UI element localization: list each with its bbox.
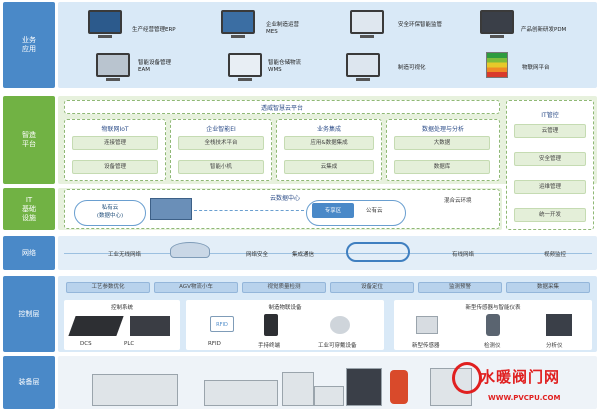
- cloud-datacenter-title: 云数据中心: [269, 195, 300, 202]
- layer-label-it-infra: IT 基础 设施: [3, 188, 55, 230]
- plc-device-icon: [130, 316, 170, 336]
- datacenter-building-icon: [150, 198, 192, 220]
- app-label-safety: 安全环保智能监管: [398, 22, 443, 28]
- dcs-device-icon: [68, 316, 124, 336]
- layer-label-platform: 智造 平台: [3, 96, 55, 184]
- layer-label-control: 控制层: [3, 276, 55, 352]
- conveyor-icon: [314, 386, 344, 406]
- business-band: [58, 2, 597, 88]
- layer-label-business: 业务 应用: [3, 2, 55, 88]
- app-label-mes: 企业制造运营 MES: [266, 22, 300, 35]
- iot-devices-panel: [186, 300, 384, 350]
- production-line-icon: [92, 374, 178, 406]
- control-item: 手持终端: [258, 343, 281, 349]
- platform-group-title: 企业智能EI: [206, 126, 236, 133]
- app-label-wms: 智能仓储物流 WMS: [268, 60, 302, 73]
- robot-arm-icon: [390, 370, 408, 404]
- dedicated-zone-label: 专享区: [324, 208, 342, 214]
- control-item: 新型传感器: [412, 343, 440, 349]
- app-label-iot: 物联网平台: [522, 65, 550, 71]
- gear-monitor-icon: [350, 10, 384, 38]
- it-governance-title: IT管控: [541, 112, 559, 119]
- app-label-eam: 智能设备管理 EAM: [138, 60, 172, 73]
- control-function: AGV物流小车: [154, 282, 238, 293]
- control-item: RFID: [208, 341, 221, 347]
- network-item: 网络安全: [246, 252, 269, 258]
- cnc-machine-icon: [346, 368, 382, 406]
- sensor-icon: [416, 316, 438, 334]
- visualization-monitor-icon: [346, 53, 380, 81]
- wearable-device-icon: [330, 316, 350, 334]
- platform-item: 连接管理: [72, 136, 158, 150]
- dedicated-zone-box: [312, 203, 354, 218]
- control-function: 监测预警: [418, 282, 502, 293]
- control-function: 数据采集: [506, 282, 590, 293]
- layer-label-equipment: 装备层: [3, 356, 55, 409]
- platform-item: 设备管理: [72, 160, 158, 174]
- app-label-erp: 生产经营管理ERP: [132, 27, 176, 33]
- private-cloud-label: 私有云 (数据中心): [96, 205, 124, 219]
- platform-item: 应用&数据集成: [284, 136, 374, 150]
- it-governance-item: 安全管理: [514, 152, 586, 166]
- it-governance-item: 云管理: [514, 124, 586, 138]
- platform-title-bar: [64, 100, 500, 114]
- platform-item: 智能小机: [178, 160, 264, 174]
- wireless-router-icon: [170, 242, 210, 258]
- reflow-oven-icon: [204, 380, 278, 406]
- chart-monitor-icon: [228, 53, 262, 81]
- network-item: 集成通信: [292, 252, 315, 258]
- platform-group-title: 物联网IoT: [101, 126, 129, 133]
- watermark-logo-icon: [452, 362, 482, 394]
- network-line: [64, 253, 592, 254]
- control-item: 工业可穿戴设备: [318, 343, 357, 349]
- dashboard-monitor-icon: [88, 10, 122, 38]
- watermark-text: 水暖阀门网: [480, 368, 561, 386]
- private-cloud-icon: [74, 200, 146, 226]
- control-item: 检测仪: [484, 343, 501, 349]
- traffic-light-icon: [221, 10, 255, 38]
- it-governance-item: 运维管理: [514, 180, 586, 194]
- network-item: 视频监控: [544, 252, 567, 258]
- control-function: 视觉质量检测: [242, 282, 326, 293]
- control-group-title: 新型传感器与智能仪表: [465, 305, 521, 311]
- platform-title: 透威智慧云平台: [260, 105, 303, 112]
- detector-icon: [486, 314, 500, 336]
- rfid-tag-icon: RFID: [210, 316, 234, 332]
- watermark-url: WWW.PVCPU.COM: [488, 394, 561, 402]
- 3d-model-icon: [480, 10, 514, 38]
- energy-label-icon: [486, 52, 508, 78]
- platform-group-title: 业务集成: [316, 126, 341, 133]
- analyzer-icon: [546, 314, 572, 336]
- control-function: 设备定位: [330, 282, 414, 293]
- handheld-terminal-icon: [264, 314, 278, 336]
- network-item: 有线网络: [452, 252, 475, 258]
- app-label-visual: 制造可视化: [398, 65, 426, 71]
- equipment-monitor-icon: [96, 53, 130, 81]
- platform-item: 全栈技术平台: [178, 136, 264, 150]
- control-group-title: 控制系统: [110, 305, 133, 311]
- layer-label-network: 网络: [3, 236, 55, 270]
- network-item: 工业无线网络: [108, 252, 142, 258]
- platform-item: 云集成: [284, 160, 374, 174]
- switch-ring-icon: [346, 242, 410, 262]
- control-function: 工艺参数优化: [66, 282, 150, 293]
- app-label-pdm: 产品创新研发PDM: [521, 27, 567, 33]
- connection-line: [194, 210, 304, 211]
- control-group-title: 制造物联设备: [268, 305, 302, 311]
- platform-item: 大数据: [394, 136, 490, 150]
- hybrid-cloud-label: 混合云环境: [444, 198, 472, 204]
- public-cloud-label: 公有云: [366, 208, 383, 214]
- inspection-machine-icon: [282, 372, 314, 406]
- control-item: PLC: [124, 341, 135, 347]
- control-item: 分析仪: [546, 343, 563, 349]
- platform-item: 数据库: [394, 160, 490, 174]
- platform-group-title: 数据处理与分析: [421, 126, 464, 133]
- it-governance-item: 统一开发: [514, 208, 586, 222]
- control-item: DCS: [80, 341, 92, 347]
